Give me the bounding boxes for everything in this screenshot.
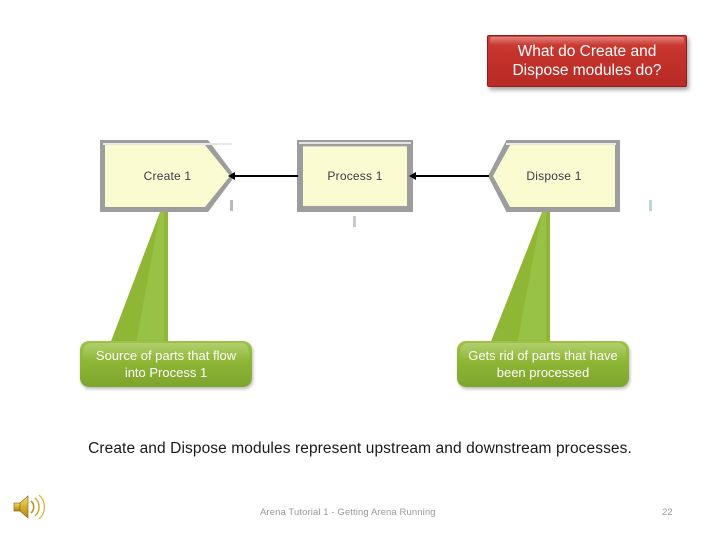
arena-module-dispose[interactable]: Dispose 1 xyxy=(488,140,620,212)
callout-box-dispose: Gets rid of parts that have been process… xyxy=(457,341,629,387)
callout-tail-left xyxy=(110,212,180,346)
title-callout-text: What do Create and Dispose modules do? xyxy=(512,43,662,79)
connector-process-to-dispose xyxy=(413,175,489,177)
footer-page-number: 22 xyxy=(662,507,673,518)
module-highlight xyxy=(299,142,411,144)
module-highlight xyxy=(103,143,232,145)
module-exit-tick xyxy=(230,200,233,211)
connector-arrow-icon xyxy=(228,172,235,180)
title-callout-box: What do Create and Dispose modules do? xyxy=(487,35,687,87)
module-label-dispose: Dispose 1 xyxy=(526,169,582,183)
speaker-icon[interactable] xyxy=(12,492,46,522)
arena-module-process[interactable]: Process 1 xyxy=(297,140,413,212)
callout-text-create: Source of parts that flow into Process 1 xyxy=(95,348,237,380)
callout-tail-right xyxy=(490,212,565,346)
module-face xyxy=(105,145,230,207)
module-exit-tick xyxy=(649,200,652,211)
module-label-process: Process 1 xyxy=(327,169,383,183)
connector-arrow-icon xyxy=(409,172,416,180)
module-face xyxy=(303,146,407,206)
callout-box-create: Source of parts that flow into Process 1 xyxy=(80,341,252,387)
module-exit-tick xyxy=(353,216,356,227)
callout-text-dispose: Gets rid of parts that have been process… xyxy=(468,348,618,380)
footer-title: Arena Tutorial 1 - Getting Arena Running xyxy=(260,507,436,518)
module-highlight xyxy=(506,143,616,145)
module-face xyxy=(493,145,615,207)
slide-caption: Create and Dispose modules represent ups… xyxy=(88,440,632,457)
arena-module-create[interactable]: Create 1 xyxy=(100,140,235,212)
connector-create-to-process xyxy=(232,175,298,177)
module-label-create: Create 1 xyxy=(143,169,192,183)
